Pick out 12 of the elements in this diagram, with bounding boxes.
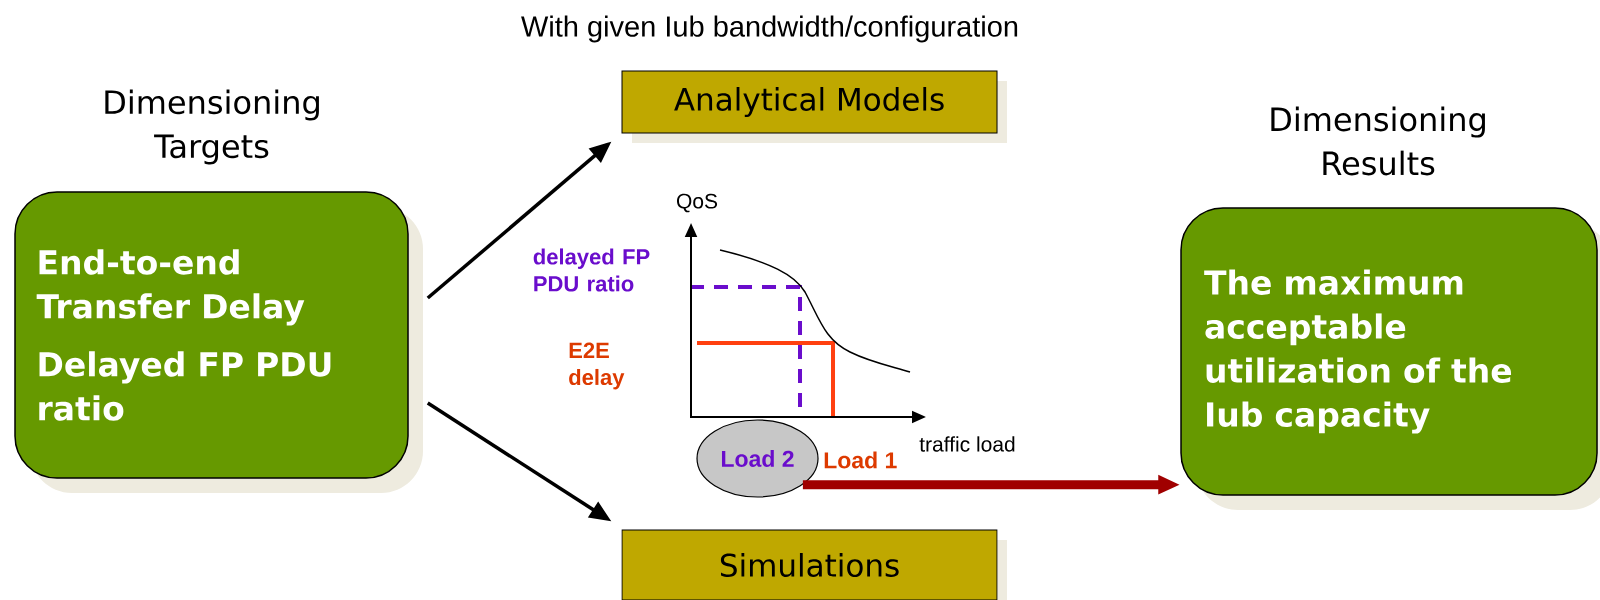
chart-label: traffic load [919, 436, 1015, 452]
label-box: Simulations [621, 529, 1007, 600]
chart-label: Load 1 [824, 451, 897, 469]
title: With given Iub bandwidth/configuration [521, 15, 1018, 43]
rounded-box: The maximum acceptable utilization of the Iub capacity [1180, 207, 1600, 510]
rounded-box: End-to-end Transfer Delay Delayed FP PDU ratio [14, 191, 423, 493]
heading: Dimensioning Results [1271, 106, 1485, 176]
chart-label: E2E delay [569, 342, 625, 390]
label-box: Analytical Models [621, 70, 1007, 143]
chart-label: QoS [677, 193, 718, 213]
chart-label: delayed FP PDU ratio [533, 248, 650, 292]
heading: Dimensioning Targets [105, 89, 319, 165]
